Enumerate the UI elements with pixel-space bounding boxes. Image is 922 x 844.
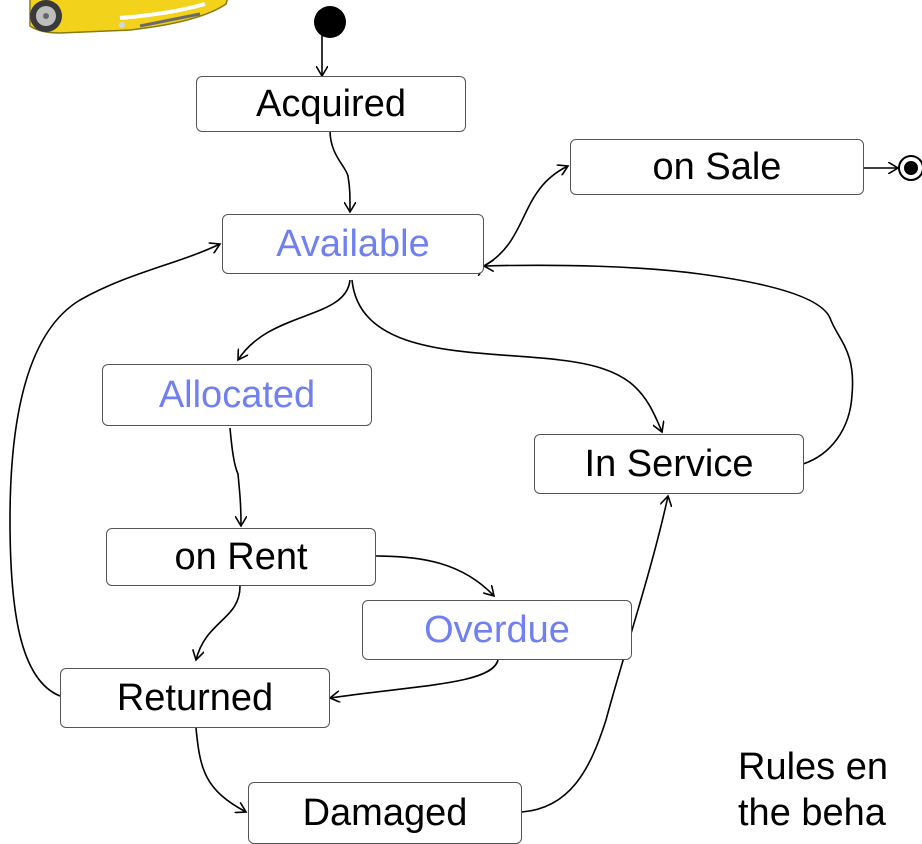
initial-state-icon bbox=[314, 6, 346, 38]
transition-damaged-in-service bbox=[521, 496, 668, 813]
state-allocated: Allocated bbox=[102, 364, 372, 426]
transition-available-allocated bbox=[238, 279, 351, 360]
state-on-rent: on Rent bbox=[106, 528, 376, 586]
caption-text: Rules en the beha bbox=[738, 744, 888, 836]
state-overdue: Overdue bbox=[362, 600, 632, 660]
state-on-sale: on Sale bbox=[570, 139, 864, 195]
transition-acquired-available bbox=[329, 129, 350, 212]
state-available: Available bbox=[222, 214, 484, 274]
state-acquired: Acquired bbox=[196, 76, 466, 132]
state-returned: Returned bbox=[60, 668, 330, 728]
caption-line-2: the beha bbox=[738, 792, 886, 834]
transition-returned-available bbox=[9, 244, 220, 697]
state-damaged: Damaged bbox=[248, 782, 522, 844]
transition-in-service-available bbox=[484, 265, 854, 465]
transition-on-rent-returned bbox=[196, 585, 241, 660]
car-icon bbox=[29, 0, 228, 34]
state-in-service: In Service bbox=[534, 434, 804, 494]
transition-overdue-returned bbox=[330, 659, 499, 698]
transition-available-on-sale bbox=[484, 166, 568, 266]
transition-on-rent-overdue bbox=[375, 555, 494, 596]
caption-line-1: Rules en bbox=[738, 746, 888, 788]
transition-allocated-on-rent bbox=[229, 427, 241, 526]
transition-returned-damaged bbox=[195, 727, 246, 812]
transition-available-in-service bbox=[351, 279, 662, 432]
